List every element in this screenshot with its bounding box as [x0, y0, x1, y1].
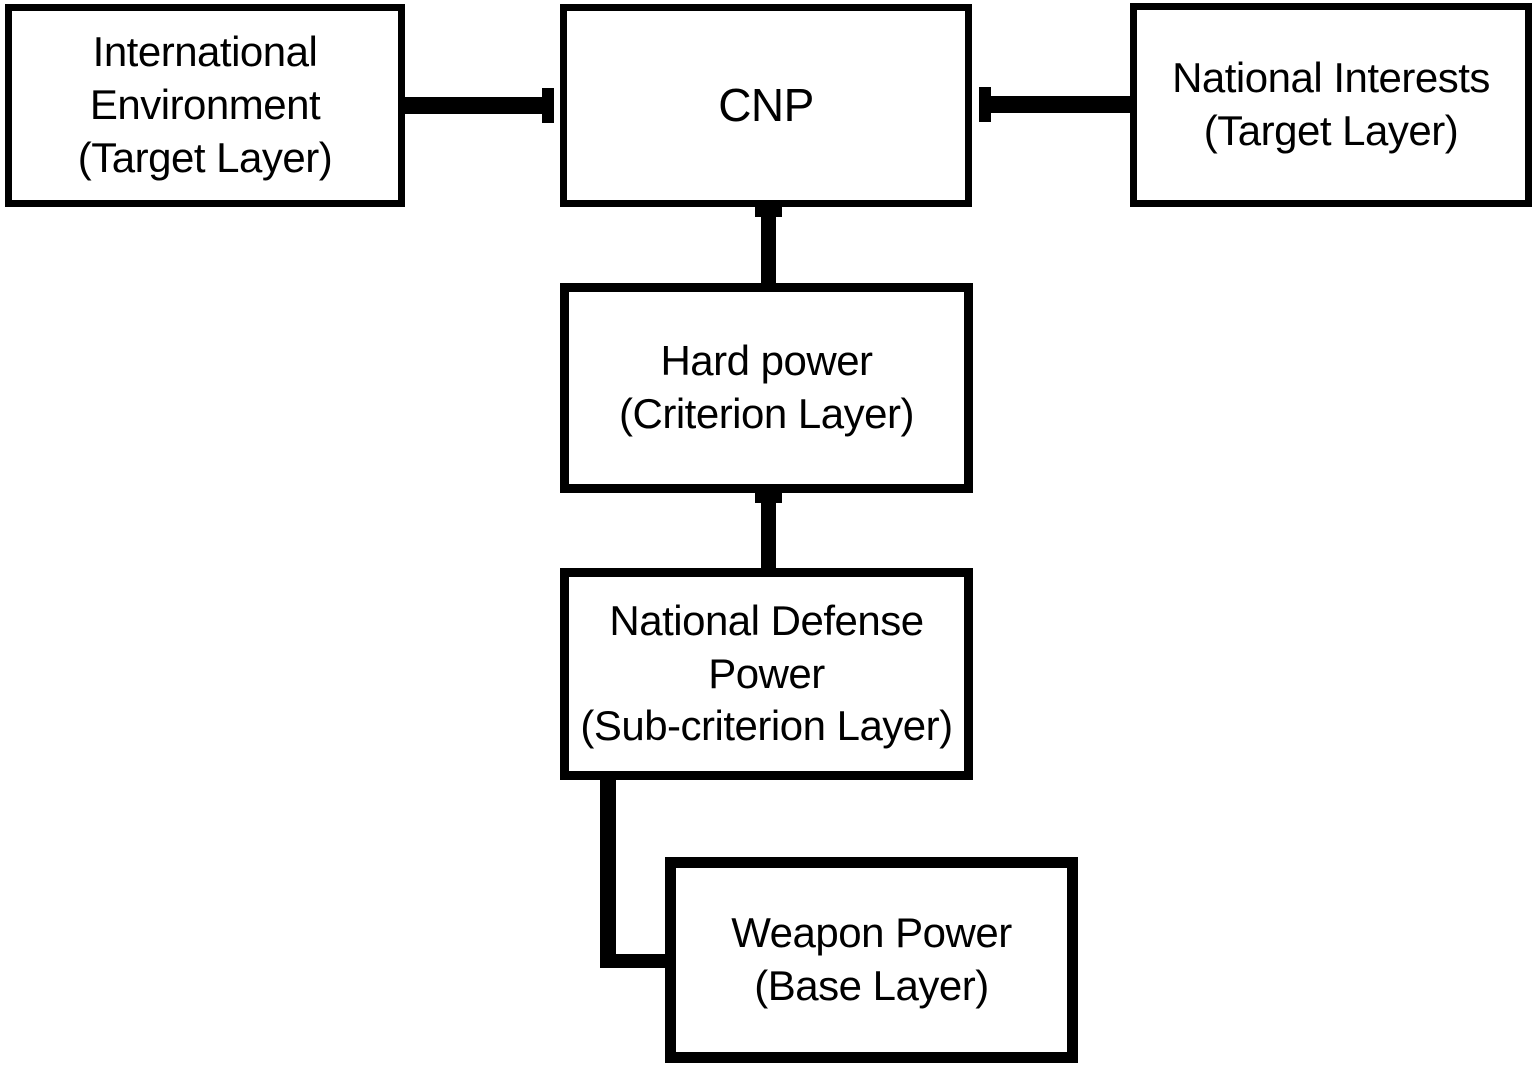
edge-national-defense-power-to-weapon-power-vertical: [600, 778, 616, 968]
node-weapon-power-label: Weapon Power (Base Layer): [731, 909, 1012, 1009]
node-cnp-label: CNP: [718, 78, 814, 131]
arrowhead-into-cnp-bottom-icon: [755, 207, 782, 217]
node-weapon-power: Weapon Power (Base Layer): [665, 857, 1078, 1063]
edge-international-environment-to-cnp: [405, 97, 553, 114]
node-hard-power-label: Hard power (Criterion Layer): [619, 337, 914, 437]
node-national-defense-power-label: National Defense Power (Sub-criterion La…: [580, 596, 953, 750]
edge-cnp-to-hard-power: [761, 207, 776, 287]
edge-national-defense-power-to-weapon-power-horizontal: [600, 954, 670, 968]
edge-national-interests-to-cnp: [991, 96, 1130, 113]
arrowhead-into-hard-power-bottom-icon: [755, 493, 782, 503]
arrowhead-into-cnp-right-icon: [979, 87, 991, 122]
node-international-environment: International Environment (Target Layer): [5, 4, 405, 207]
node-cnp: CNP: [560, 4, 972, 207]
arrowhead-into-cnp-left-icon: [542, 88, 554, 123]
edge-hard-power-to-national-defense-power: [761, 493, 776, 572]
node-national-interests: National Interests (Target Layer): [1130, 3, 1532, 207]
node-national-interests-label: National Interests (Target Layer): [1172, 54, 1490, 154]
node-hard-power: Hard power (Criterion Layer): [560, 283, 973, 493]
node-international-environment-label: International Environment (Target Layer): [77, 28, 333, 181]
node-national-defense-power: National Defense Power (Sub-criterion La…: [560, 568, 973, 780]
